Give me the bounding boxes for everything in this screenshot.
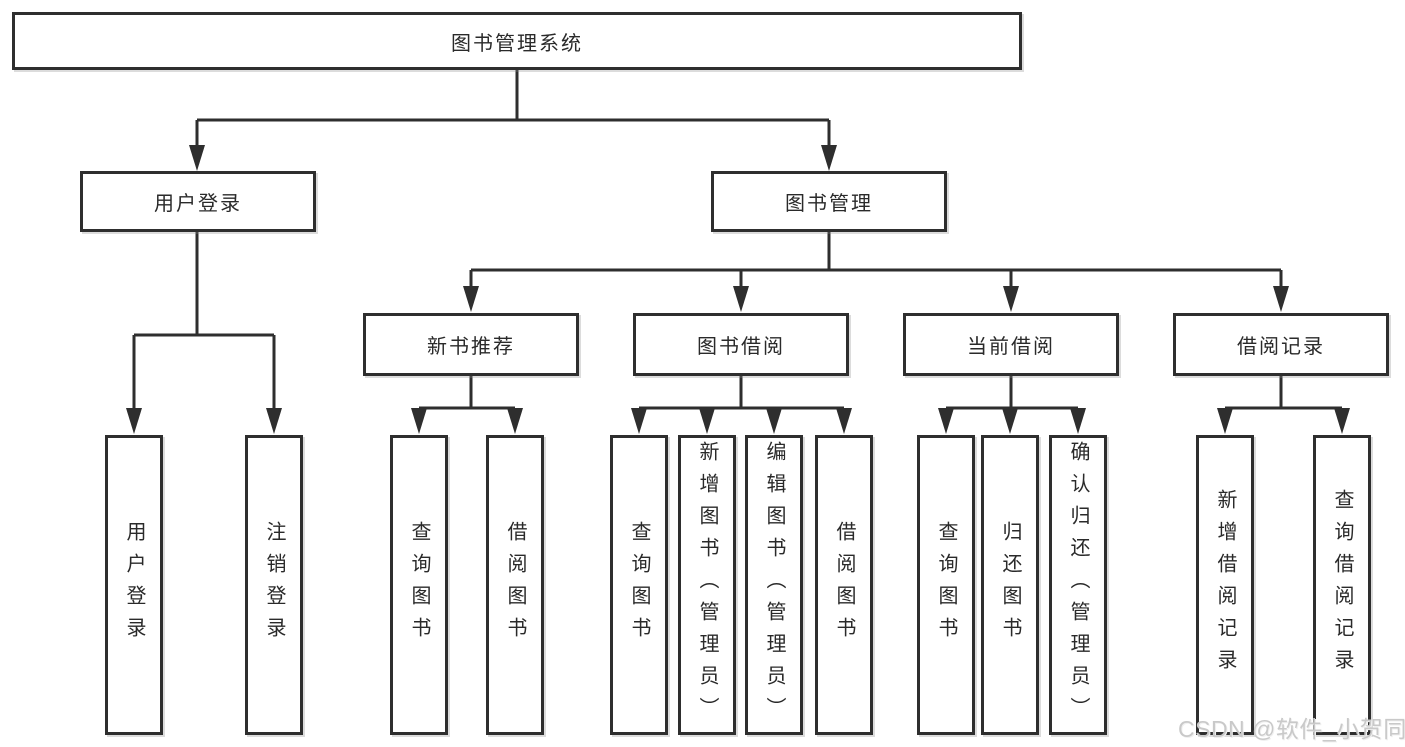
leaf-label: 查询图书: [628, 521, 650, 649]
node-label: 图书借阅: [697, 336, 785, 358]
leaf-add-books-admin: 新增图书（管理员）: [678, 435, 736, 735]
leaf-label: 归还图书: [999, 521, 1021, 649]
leaf-label: 注销登录: [263, 521, 285, 649]
arrowheads: [126, 145, 1350, 434]
node-label: 新书推荐: [427, 336, 515, 358]
node-new-book-recommend: 新书推荐: [363, 313, 579, 376]
leaf-label: 编辑图书（管理员）: [763, 441, 785, 729]
leaf-label: 查询图书: [408, 521, 430, 649]
node-library-management-system: 图书管理系统: [12, 12, 1022, 70]
node-user-login-branch: 用户登录: [80, 171, 316, 232]
leaf-borrow-books: 借阅图书: [815, 435, 873, 735]
node-label: 当前借阅: [967, 336, 1055, 358]
node-label: 借阅记录: [1237, 336, 1325, 358]
leaf-edit-books-admin: 编辑图书（管理员）: [745, 435, 803, 735]
leaf-label: 借阅图书: [833, 521, 855, 649]
node-label: 用户登录: [154, 193, 242, 215]
node-borrow-records: 借阅记录: [1173, 313, 1389, 376]
leaf-label: 新增借阅记录: [1214, 489, 1236, 681]
csdn-watermark: CSDN @软件_小贺同学: [1178, 716, 1405, 742]
leaf-return-books: 归还图书: [981, 435, 1039, 735]
leaf-confirm-return-admin: 确认归还（管理员）: [1049, 435, 1107, 735]
leaf-borrow-books-recommend: 借阅图书: [486, 435, 544, 735]
node-label: 图书管理: [785, 193, 873, 215]
node-label: 图书管理系统: [451, 32, 583, 55]
leaf-add-borrow-record: 新增借阅记录: [1196, 435, 1254, 735]
leaf-label: 查询图书: [935, 521, 957, 649]
leaf-query-books-recommend: 查询图书: [390, 435, 448, 735]
node-book-management: 图书管理: [711, 171, 947, 232]
leaf-user-login: 用户登录: [105, 435, 163, 735]
leaf-query-books-current: 查询图书: [917, 435, 975, 735]
leaf-label: 用户登录: [123, 521, 145, 649]
leaf-label: 查询借阅记录: [1331, 489, 1353, 681]
leaf-query-borrow-record: 查询借阅记录: [1313, 435, 1371, 735]
leaf-label: 新增图书（管理员）: [696, 441, 718, 729]
node-book-borrow: 图书借阅: [633, 313, 849, 376]
leaf-label: 借阅图书: [504, 521, 526, 649]
leaf-query-books-borrow: 查询图书: [610, 435, 668, 735]
node-current-borrow: 当前借阅: [903, 313, 1119, 376]
leaf-logout: 注销登录: [245, 435, 303, 735]
leaf-label: 确认归还（管理员）: [1067, 441, 1089, 729]
